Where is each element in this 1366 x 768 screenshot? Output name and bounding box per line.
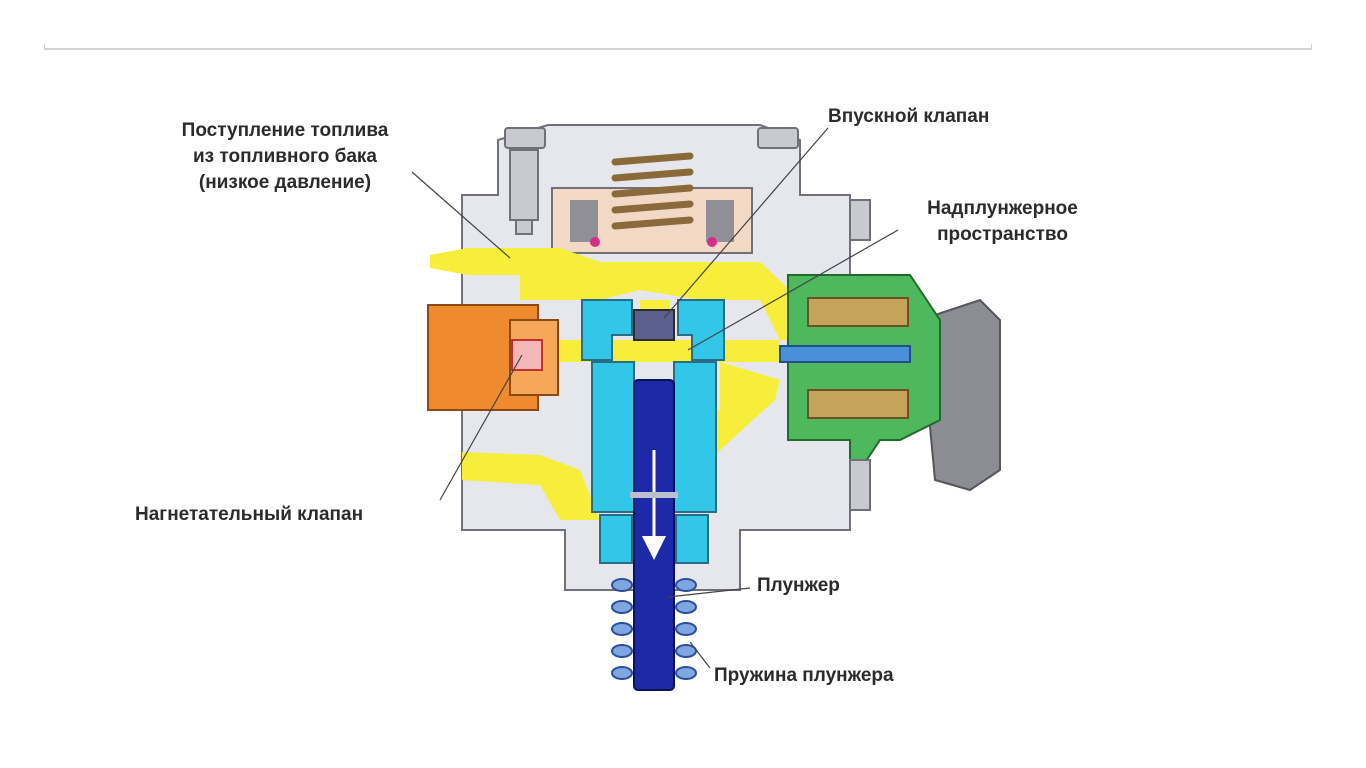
label-fuel-inlet-line3: (низкое давление) <box>198 172 372 193</box>
plunger <box>630 379 678 691</box>
leader-lines <box>411 127 899 669</box>
solenoid-valve <box>779 199 1001 511</box>
plunger-spring <box>611 578 697 680</box>
label-discharge-valve: Нагнетательный клапан <box>135 504 364 525</box>
outlet-fitting <box>427 304 559 411</box>
label-fuel-inlet-line1: Поступление топлива <box>181 120 389 141</box>
label-plunger-spring: Пружина плунжера <box>714 665 894 686</box>
inlet-valve-cage <box>551 187 753 254</box>
top-divider <box>44 44 1312 50</box>
label-plunger-space-line1: Надплунжерное <box>927 198 1078 219</box>
label-plunger-space-line2: пространство <box>937 224 1068 245</box>
label-fuel-inlet: Поступление топлива из топливного бака (… <box>145 118 425 196</box>
label-plunger: Плунжер <box>757 575 840 596</box>
inlet-valve <box>633 309 675 341</box>
label-plunger-space: Надплунжерное пространство <box>895 196 1110 248</box>
plunger-sleeve <box>581 299 725 564</box>
label-inlet-valve: Впускной клапан <box>828 106 990 127</box>
label-fuel-inlet-line2: из топливного бака <box>193 146 377 167</box>
inlet-spring <box>611 152 694 230</box>
